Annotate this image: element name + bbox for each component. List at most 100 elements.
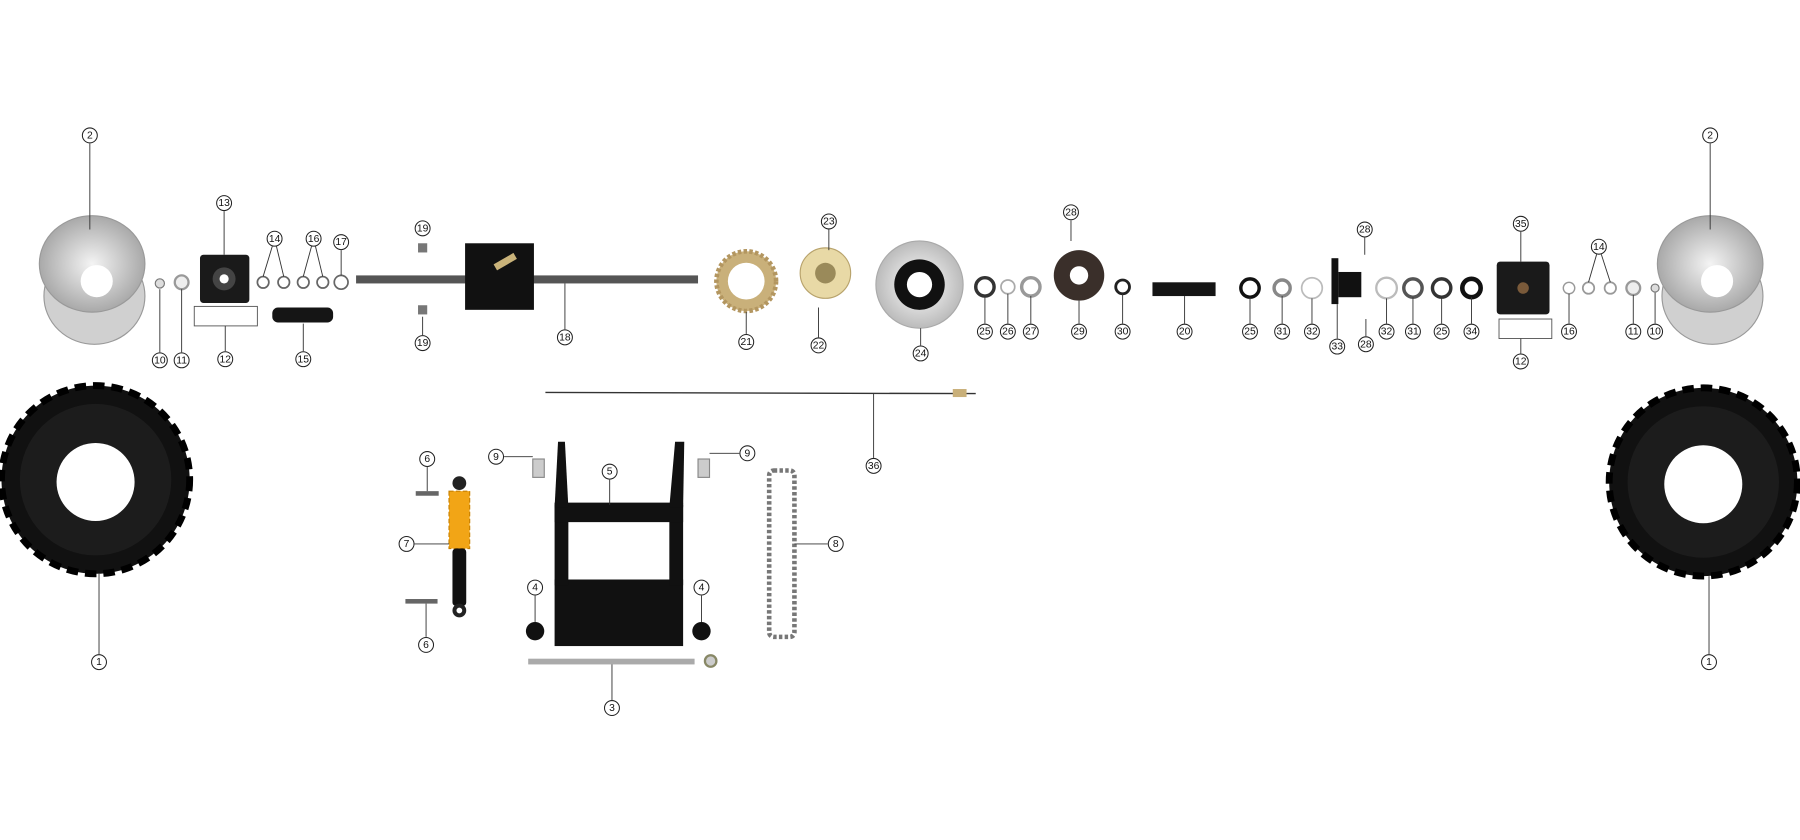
callout-number: 1 (96, 657, 102, 668)
tire-left (0, 382, 194, 578)
leader-line (1588, 254, 1598, 283)
callout-circle (488, 448, 505, 465)
callout-circle (1433, 323, 1450, 340)
callout-3: 3 (603, 700, 620, 717)
callout-12: 12 (1512, 353, 1529, 370)
callout-circle (912, 345, 929, 362)
callout-25: 25 (1242, 323, 1258, 340)
leader-line (1600, 254, 1611, 283)
callout-circle (418, 636, 435, 653)
callout-circle (398, 535, 415, 552)
callout-circle (1701, 654, 1717, 671)
callout-number: 28 (1065, 207, 1077, 218)
pivot-nut (703, 654, 718, 668)
callout-number: 36 (868, 461, 880, 472)
callout-circle (295, 351, 312, 368)
bearing-housing-right (1496, 261, 1550, 315)
callout-27: 27 (1022, 323, 1039, 340)
callout-20: 20 (1176, 323, 1193, 340)
tire-right (1605, 384, 1800, 580)
callout-number: 11 (1628, 327, 1639, 338)
callout-8: 8 (827, 535, 844, 552)
callout-2: 2 (81, 127, 98, 144)
callout-number: 6 (424, 454, 430, 465)
callout-31: 31 (1404, 323, 1421, 340)
bolt (415, 491, 439, 496)
leader-line (302, 246, 312, 277)
callout-number: 9 (745, 448, 751, 459)
callout-number: 15 (298, 354, 310, 365)
callout-number: 25 (1436, 327, 1448, 338)
callout-28: 28 (1356, 221, 1373, 238)
callout-35: 35 (1512, 215, 1529, 232)
callout-32: 32 (1303, 323, 1320, 340)
callout-number: 25 (979, 327, 991, 338)
callout-10: 10 (151, 352, 168, 369)
callout-28: 28 (1063, 204, 1079, 221)
callout-circle (333, 234, 350, 251)
callout-6: 6 (419, 451, 436, 467)
callout-32: 32 (1378, 323, 1395, 340)
callout-21: 21 (738, 333, 755, 350)
callout-18: 18 (556, 329, 573, 346)
callout-22: 22 (810, 337, 827, 354)
callout-number: 35 (1515, 219, 1527, 230)
callout-number: 23 (823, 217, 835, 228)
callout-circle (266, 230, 283, 247)
chain (766, 468, 797, 640)
callout-number: 2 (87, 130, 93, 141)
callout-circle (1512, 215, 1529, 232)
leader-line (262, 246, 273, 277)
callout-29: 29 (1071, 323, 1087, 340)
callout-13: 13 (216, 195, 233, 212)
callout-9: 9 (739, 445, 756, 462)
callout-33: 33 (1329, 338, 1346, 355)
callout-28: 28 (1357, 336, 1374, 353)
callout-10: 10 (1647, 323, 1664, 340)
bolt-set-bracket (193, 305, 258, 327)
callout-number: 7 (404, 539, 410, 550)
callout-4: 4 (527, 579, 544, 596)
bolt (418, 243, 428, 253)
callout-number: 19 (417, 338, 429, 349)
leader-line (315, 246, 324, 277)
callout-circle (738, 333, 755, 350)
callout-23: 23 (820, 213, 837, 230)
callout-number: 8 (833, 539, 839, 550)
callout-number: 14 (269, 234, 281, 245)
callout-number: 16 (1563, 327, 1575, 338)
callout-number: 31 (1407, 327, 1419, 338)
callout-circle (305, 230, 322, 247)
callout-number: 5 (607, 467, 613, 478)
callout-circle (91, 654, 107, 671)
callout-circle (1404, 323, 1421, 340)
nut (154, 278, 166, 289)
callout-number: 12 (220, 354, 232, 365)
callout-1: 1 (1701, 654, 1717, 671)
callout-number: 10 (154, 355, 166, 366)
callout-31: 31 (1274, 323, 1291, 340)
bushing (692, 621, 711, 641)
callout-circle (1590, 238, 1607, 255)
leader-lines (89, 143, 1711, 700)
callout-number: 30 (1117, 327, 1129, 338)
callout-circle (1378, 323, 1395, 340)
callout-number: 26 (1002, 327, 1014, 338)
callout-circle (1356, 221, 1373, 238)
callout-number: 25 (1244, 327, 1256, 338)
callout-number: 10 (1649, 327, 1661, 338)
callout-circle (414, 220, 431, 237)
callout-circle (999, 323, 1016, 340)
ring (256, 274, 349, 291)
washer (1625, 280, 1642, 297)
callout-circle (1274, 323, 1291, 340)
callout-circle (216, 195, 233, 212)
callout-circle (827, 535, 844, 552)
callout-circle (810, 337, 827, 354)
callout-circle (1063, 204, 1079, 221)
callout-circle (527, 579, 544, 596)
callout-circle (1303, 323, 1320, 340)
callout-circle (1512, 353, 1529, 370)
